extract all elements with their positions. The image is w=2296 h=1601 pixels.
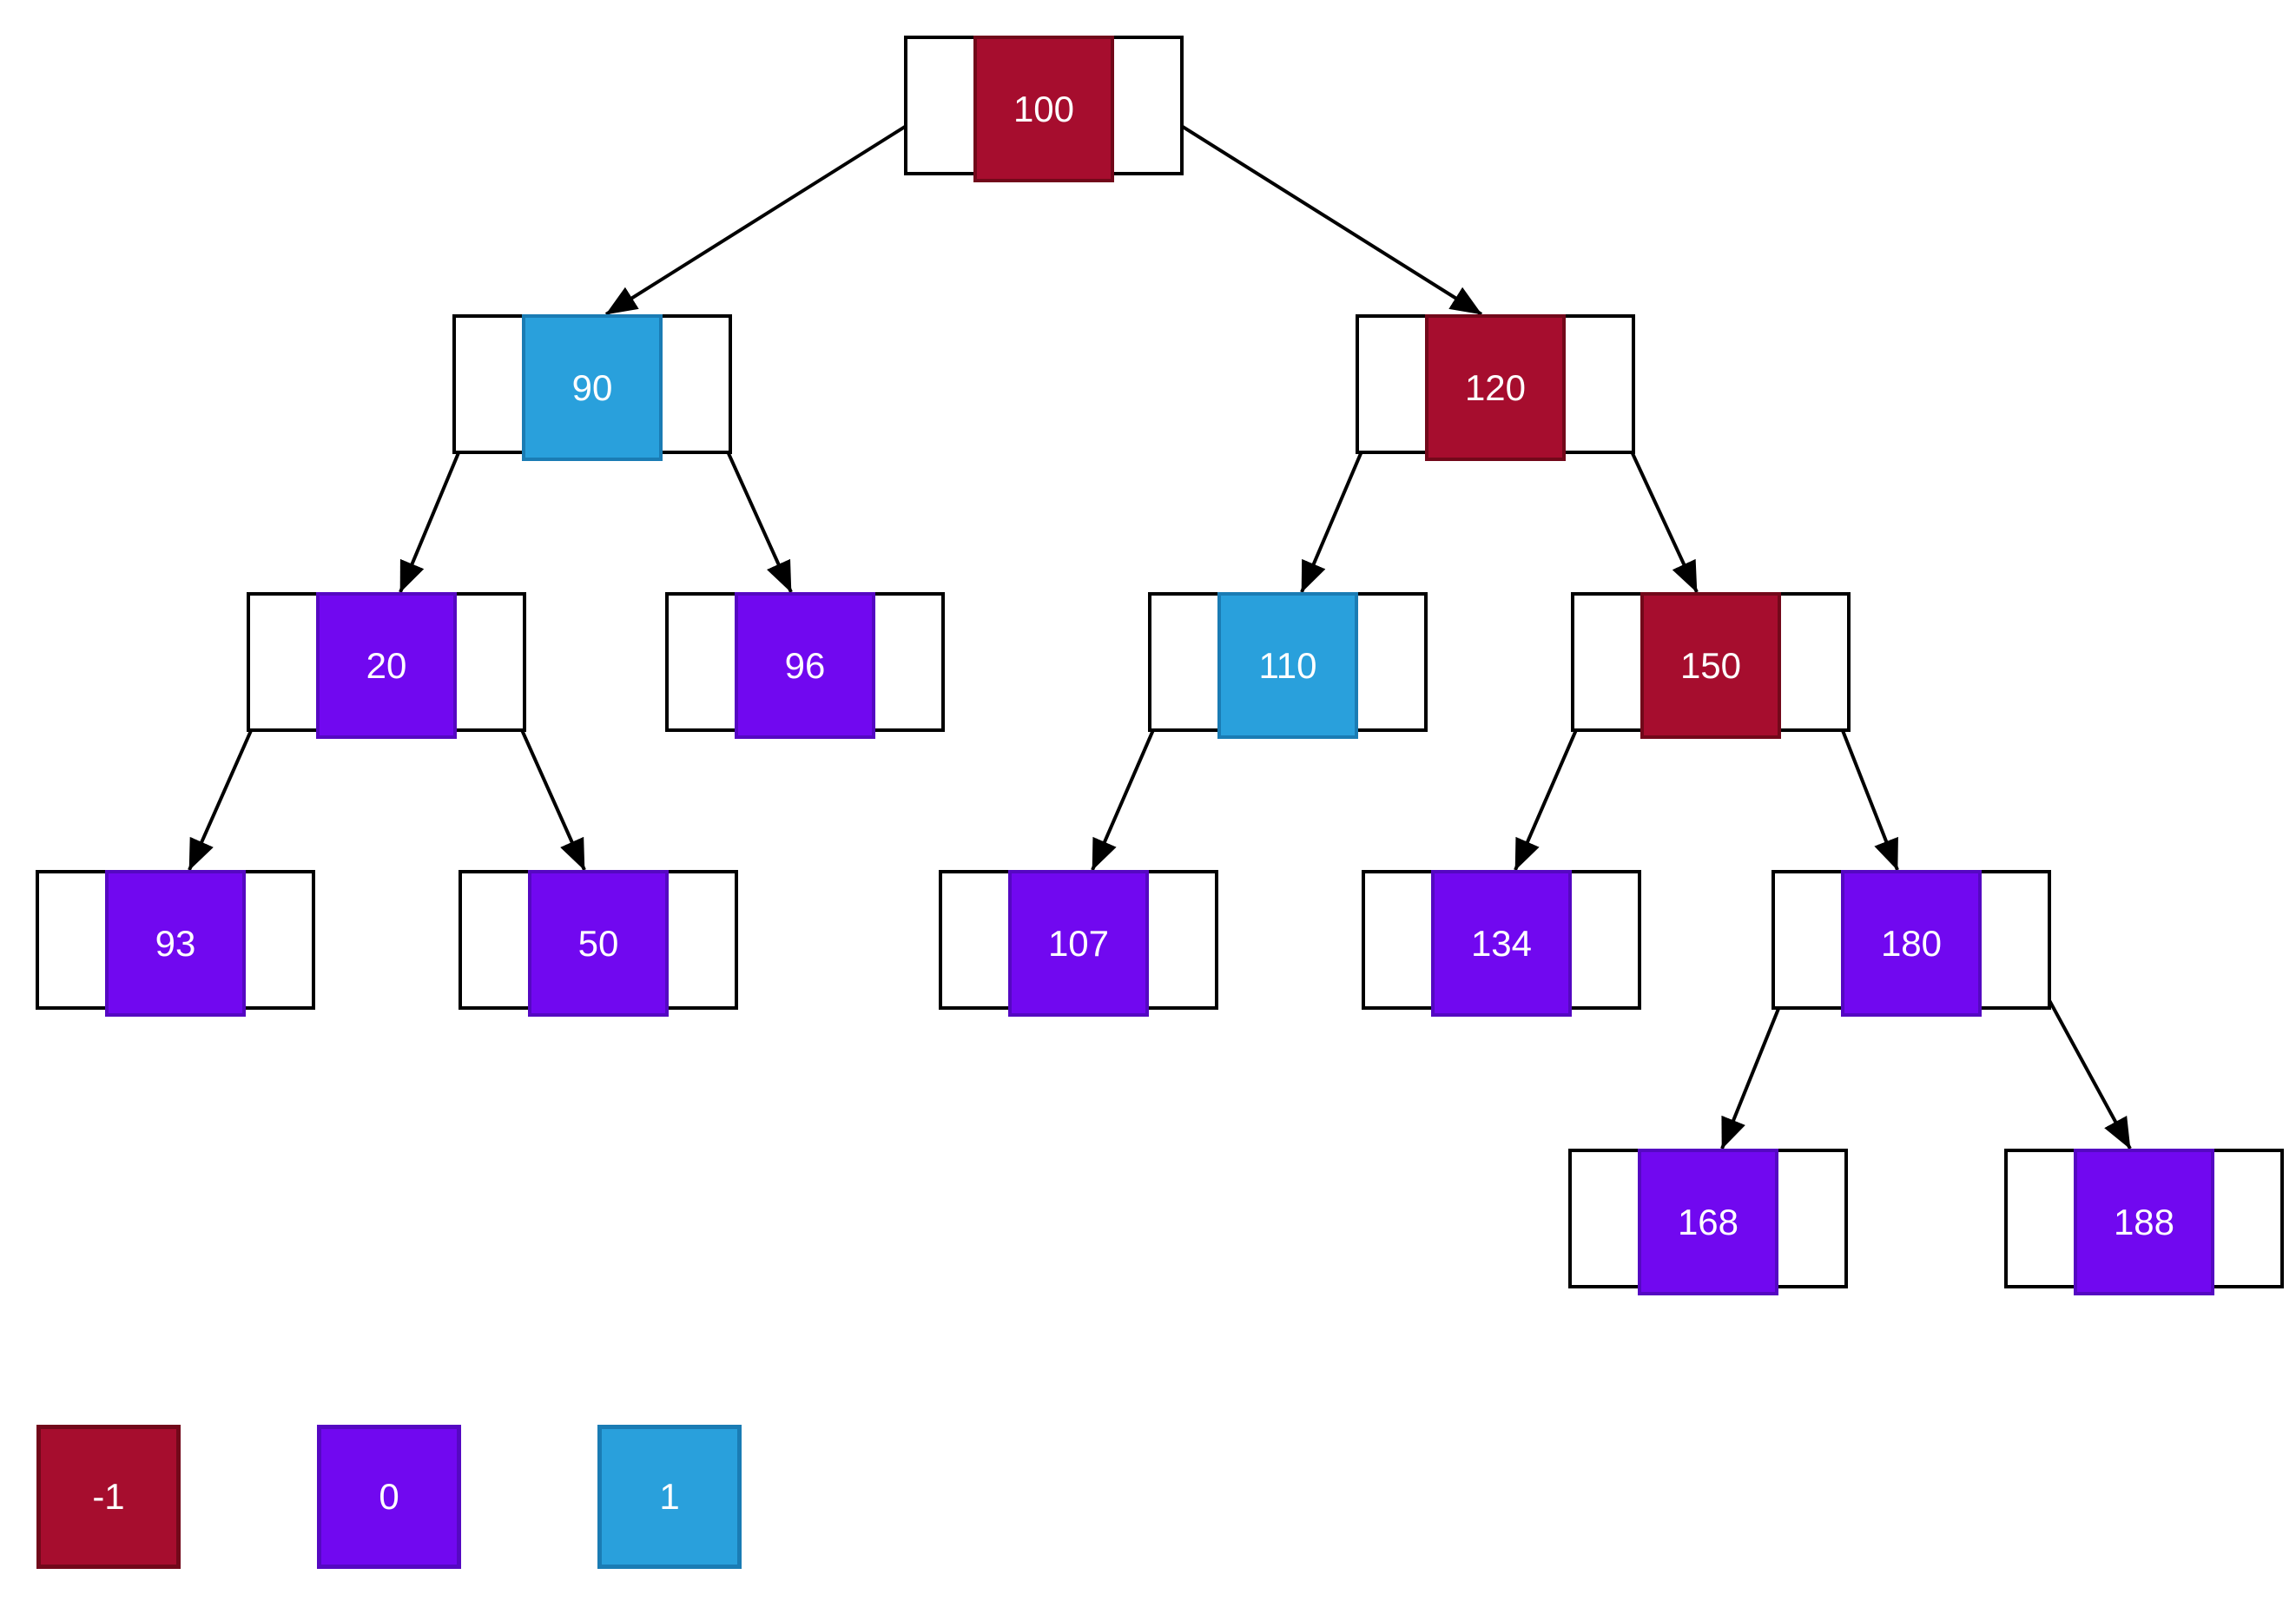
tree-node: 134 xyxy=(1362,870,1641,1017)
legend-swatch: 0 xyxy=(317,1425,461,1569)
left-pointer-cell xyxy=(1359,318,1425,451)
right-pointer-cell xyxy=(2214,1152,2280,1285)
node-value-cell: 93 xyxy=(105,870,246,1017)
left-pointer-cell xyxy=(1775,873,1841,1006)
left-pointer-cell xyxy=(1572,1152,1638,1285)
node-value: 110 xyxy=(1258,644,1317,686)
node-value: 96 xyxy=(784,644,826,686)
right-pointer-cell xyxy=(1566,318,1632,451)
tree-node: 93 xyxy=(36,870,315,1017)
left-pointer-cell xyxy=(250,596,316,728)
legend-label: 0 xyxy=(379,1476,399,1517)
node-value: 93 xyxy=(155,922,196,964)
edge-arrow xyxy=(1147,103,1483,316)
node-value-cell: 110 xyxy=(1217,592,1358,739)
left-pointer-cell xyxy=(1574,596,1640,728)
node-value-cell: 180 xyxy=(1841,870,1982,1017)
tree-node: 110 xyxy=(1148,592,1428,739)
node-value-cell: 150 xyxy=(1640,592,1781,739)
left-pointer-cell xyxy=(669,596,735,728)
right-pointer-cell xyxy=(663,318,729,451)
right-pointer-cell xyxy=(246,873,312,1006)
right-pointer-cell xyxy=(1358,596,1424,728)
right-pointer-cell xyxy=(1781,596,1847,728)
left-pointer-cell xyxy=(1365,873,1431,1006)
node-value: 134 xyxy=(1470,922,1533,964)
tree-node: 180 xyxy=(1771,870,2051,1017)
node-value: 150 xyxy=(1679,644,1742,686)
right-pointer-cell xyxy=(1778,1152,1844,1285)
left-pointer-cell xyxy=(456,318,522,451)
right-pointer-cell xyxy=(1114,39,1180,172)
left-pointer-cell xyxy=(2008,1152,2074,1285)
node-value-cell: 188 xyxy=(2074,1149,2214,1295)
tree-node: 96 xyxy=(665,592,945,739)
tree-node: 50 xyxy=(459,870,738,1017)
legend-label: 1 xyxy=(659,1476,680,1517)
legend-swatch: -1 xyxy=(36,1425,181,1569)
right-pointer-cell xyxy=(669,873,735,1006)
node-value-cell: 100 xyxy=(973,36,1114,182)
tree-node: 90 xyxy=(452,314,732,461)
node-value: 188 xyxy=(2113,1201,2175,1242)
left-pointer-cell xyxy=(39,873,105,1006)
node-value-cell: 120 xyxy=(1425,314,1566,461)
right-pointer-cell xyxy=(1572,873,1638,1006)
node-value: 168 xyxy=(1677,1201,1739,1242)
left-pointer-cell xyxy=(907,39,973,172)
node-value: 120 xyxy=(1464,366,1527,408)
tree-node: 150 xyxy=(1571,592,1851,739)
left-pointer-cell xyxy=(462,873,528,1006)
right-pointer-cell xyxy=(1149,873,1215,1006)
node-value: 20 xyxy=(366,644,407,686)
node-value-cell: 168 xyxy=(1638,1149,1778,1295)
tree-node: 100 xyxy=(904,36,1184,182)
node-value: 107 xyxy=(1047,922,1110,964)
node-value-cell: 90 xyxy=(522,314,663,461)
edge-arrow xyxy=(604,103,940,316)
node-value-cell: 50 xyxy=(528,870,669,1017)
node-value: 180 xyxy=(1880,922,1943,964)
node-value-cell: 107 xyxy=(1008,870,1149,1017)
tree-node: 20 xyxy=(247,592,526,739)
tree-node: 188 xyxy=(2004,1149,2284,1295)
left-pointer-cell xyxy=(1151,596,1217,728)
node-value-cell: 20 xyxy=(316,592,457,739)
left-pointer-cell xyxy=(942,873,1008,1006)
right-pointer-cell xyxy=(1982,873,2048,1006)
tree-node: 107 xyxy=(939,870,1218,1017)
node-value-cell: 134 xyxy=(1431,870,1572,1017)
node-value: 100 xyxy=(1013,88,1075,129)
node-value-cell: 96 xyxy=(735,592,875,739)
node-value: 90 xyxy=(571,366,613,408)
tree-node: 168 xyxy=(1568,1149,1848,1295)
node-value: 50 xyxy=(577,922,619,964)
legend-swatch: 1 xyxy=(597,1425,742,1569)
right-pointer-cell xyxy=(457,596,523,728)
legend-label: -1 xyxy=(92,1476,125,1517)
tree-node: 120 xyxy=(1356,314,1635,461)
right-pointer-cell xyxy=(875,596,941,728)
